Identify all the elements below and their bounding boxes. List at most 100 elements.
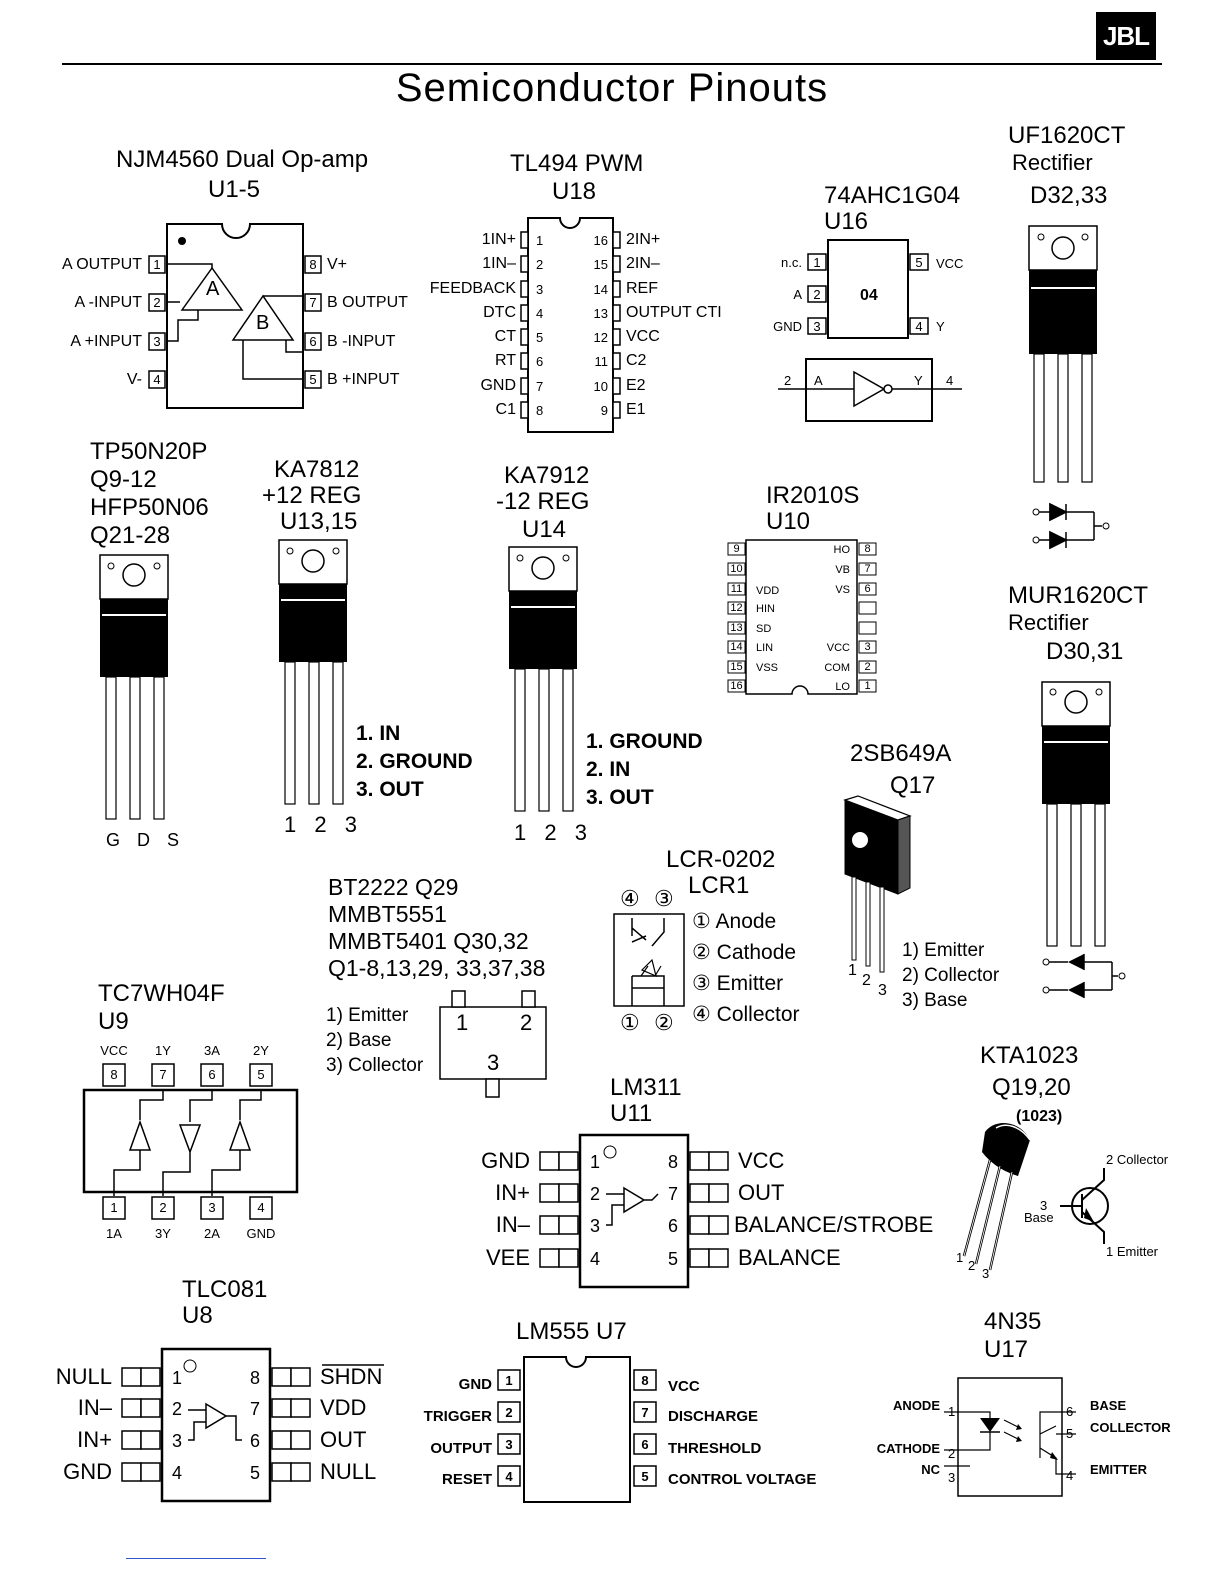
lcr-bottom-pin: ②	[654, 1010, 674, 1035]
tc7-pin-num: 7	[159, 1067, 167, 1082]
ahc-logic-out-pin: 4	[946, 373, 954, 388]
mur1620ct-ref: D30,31	[1046, 638, 1124, 665]
ahc-pin-label: n.c.	[781, 255, 802, 270]
tlc081-pin-label: VDD	[320, 1395, 367, 1420]
bt2222-pin-item: 1) Emitter	[326, 1005, 409, 1026]
kta-pin-num: 2	[968, 1258, 976, 1273]
ir-pin-label: HO	[833, 544, 851, 556]
ir-pin-label: VSS	[756, 662, 779, 674]
tl494-pin-num: 3	[536, 282, 544, 297]
lm311-ref: U11	[610, 1100, 653, 1127]
ka7912-pin-item: 1. GROUND	[586, 730, 703, 753]
njm-pin-num: 8	[309, 257, 317, 272]
bt2222-line: MMBT5401 Q30,32	[328, 928, 529, 954]
tl494-pin-num: 5	[536, 330, 544, 345]
lm311-pin-num: 4	[590, 1249, 601, 1269]
sb649a-name: 2SB649A	[850, 740, 952, 767]
lm311-pin-label: VCC	[738, 1148, 785, 1173]
sot23-pin-num: 1	[456, 1010, 469, 1035]
lcr-pin-item: ③ Emitter	[692, 972, 784, 995]
tl494-pin-num: 8	[536, 403, 544, 418]
kta1023-ref: Q19,20	[992, 1074, 1071, 1101]
tp50n20p-name: TP50N20P	[90, 438, 208, 465]
ahc-pin-label: Y	[936, 319, 945, 334]
sot23-pin-num: 2	[520, 1010, 533, 1035]
ir-pin-num: 6	[864, 583, 871, 595]
tc7-pin-num: 2	[159, 1200, 167, 1215]
tc7wh04f-ref: U9	[98, 1008, 129, 1035]
ahc-logic-in-label: A	[814, 373, 823, 388]
ir-pin-label: VS	[835, 584, 850, 596]
lm311-pin-num: 7	[668, 1184, 679, 1204]
lm555-pin-label: GND	[458, 1376, 492, 1393]
ir-pin-label: VDD	[756, 585, 780, 597]
tl494-pin-label: OUTPUT CTI	[626, 304, 722, 321]
n35-ref: U17	[984, 1336, 1029, 1363]
njm-pin-label: A OUTPUT	[61, 256, 142, 273]
ir2010s-ref: U10	[766, 508, 811, 535]
ir-pin-label: LO	[835, 681, 850, 693]
tlc081-pin-label: NULL	[320, 1459, 377, 1484]
ahc-pin-label: A	[793, 287, 802, 302]
ir-pin-label: COM	[824, 662, 850, 674]
lm311-pin-num: 6	[668, 1216, 679, 1236]
lcr0202-name: LCR-0202	[666, 846, 776, 873]
lm555-pin-num: 8	[641, 1373, 649, 1388]
tl494-pin-label: 1IN–	[482, 255, 516, 272]
n35-pin-label: ANODE	[893, 1398, 940, 1413]
njm-pin-num: 6	[309, 334, 317, 349]
ir-pin-num: 9	[733, 543, 740, 555]
ir-pin-label: VCC	[826, 642, 850, 654]
lm555-pin-label: TRIGGER	[423, 1408, 492, 1425]
lcr0202-ref: LCR1	[688, 872, 750, 899]
sb649a-ref: Q17	[890, 772, 936, 799]
tl494-pin-num: 14	[593, 282, 608, 297]
lm555-pin-label: RESET	[441, 1471, 492, 1488]
n35-pin-label: BASE	[1090, 1398, 1127, 1413]
lcr-pin-list: ① Anode ② Cathode ③ Emitter ④ Collector	[692, 906, 800, 1030]
sb649a-pin-num: 3	[878, 982, 887, 999]
ka7912-pin-item: 3. OUT	[586, 786, 654, 809]
tc7-pin-label: GND	[246, 1226, 276, 1241]
mur1620ct-name: MUR1620CT	[1008, 582, 1149, 609]
lm555-pin-label: DISCHARGE	[668, 1408, 759, 1425]
ka7812-desc: +12 REG	[262, 482, 362, 509]
tc7-pin-label: 1Y	[155, 1043, 171, 1058]
ahc-logic-in-pin: 2	[784, 373, 792, 388]
tl494-pin-num: 15	[593, 257, 608, 272]
lcr-pin-item: ④ Collector	[692, 1003, 800, 1026]
tlc081-pin-label: IN–	[77, 1395, 112, 1420]
tp50-pin-names: G D S	[106, 830, 186, 850]
n35-pin-num: 2	[948, 1446, 956, 1461]
lm555-pin-num: 2	[505, 1405, 513, 1420]
ahc-pin-num: 4	[915, 319, 923, 334]
njm-pin-label: V+	[327, 256, 348, 273]
sb649a-pin-item: 2) Collector	[902, 965, 1000, 986]
tl494-pin-label: DTC	[483, 304, 516, 321]
lcr-top-pin: ④	[620, 886, 640, 911]
tl494-pin-num: 11	[594, 354, 609, 369]
ka7912-pin-item: 2. IN	[586, 758, 631, 781]
logo-text: JBL	[1102, 20, 1150, 51]
tl494-pin-num: 10	[593, 379, 608, 394]
tl494-pin-label: C1	[495, 401, 516, 418]
tc7-pin-label: 2A	[204, 1226, 220, 1241]
tl494-pin-label: E2	[626, 377, 646, 394]
tl494-pin-num: 1	[536, 233, 544, 248]
ahc-pin-label: VCC	[936, 256, 964, 271]
ka7912-name: KA7912	[504, 462, 590, 489]
njm-pin-num: 5	[309, 372, 317, 387]
tl494-pin-label: E1	[626, 401, 646, 418]
sb649a-pin-item: 1) Emitter	[902, 940, 985, 961]
tl494-pin-num: 7	[536, 379, 544, 394]
tlc081-pin-label: NULL	[55, 1364, 112, 1389]
tl494-ref: U18	[552, 178, 597, 205]
bt2222-pin-item: 3) Collector	[326, 1055, 424, 1076]
